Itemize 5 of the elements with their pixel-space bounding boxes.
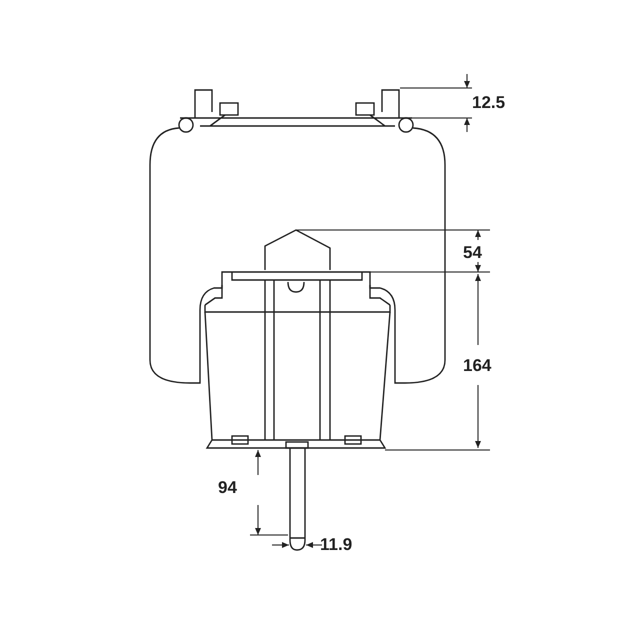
dimension-label: 94 xyxy=(218,478,237,498)
dimension-label: 164 xyxy=(463,356,492,376)
dimension-label: 12.5 xyxy=(472,93,506,113)
dimension-label: 11.9 xyxy=(320,535,352,555)
dimension-label: 54 xyxy=(463,243,482,263)
